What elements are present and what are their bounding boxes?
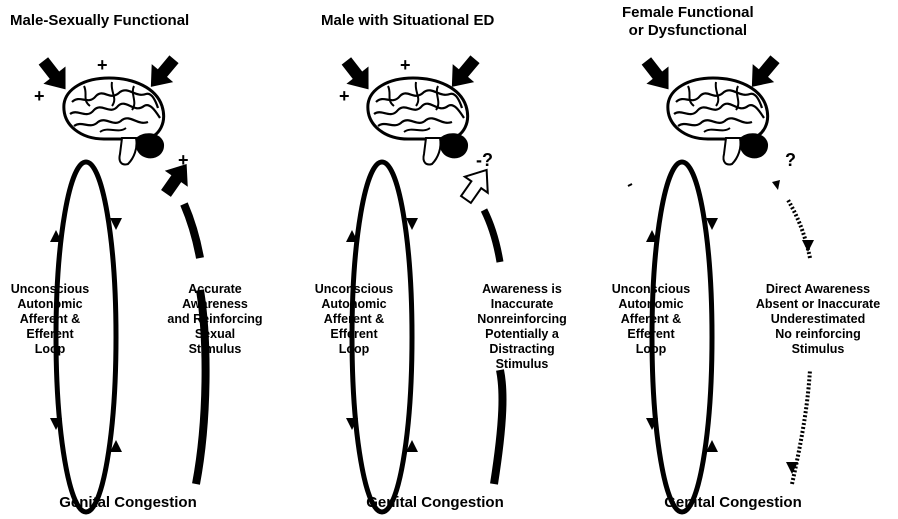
panel-male-situational-ed: Male with Situational ED + + -? Unconsci… [299,0,598,519]
genital-congestion-label: Genital Congestion [335,494,535,511]
awareness-label: Awareness is Inaccurate Nonreinforcing P… [462,282,582,372]
panel-title: Male-Sexually Functional [10,12,189,30]
panel-male-functional: Male-Sexually Functional + + + Unconscio… [0,0,299,519]
plus-sign: + [34,86,45,107]
awareness-marker: + [178,150,189,171]
awareness-label: Accurate Awareness and Reinforcing Sexua… [150,282,280,357]
loop-label: Unconscious Autonomic Afferent & Efferen… [0,282,100,357]
loop-label: Unconscious Autonomic Afferent & Efferen… [601,282,701,357]
plus-sign: + [97,55,108,76]
awareness-marker: ? [785,150,796,171]
plus-sign: + [400,55,411,76]
panel-title: Male with Situational ED [321,12,494,30]
loop-label: Unconscious Autonomic Afferent & Efferen… [304,282,404,357]
panel-title: Female Functional or Dysfunctional [622,4,754,40]
panel-female: Female Functional or Dysfunctional ? Unc… [599,0,898,519]
awareness-label: Direct Awareness Absent or Inaccurate Un… [747,282,889,357]
genital-congestion-label: Genital Congestion [28,494,228,511]
genital-congestion-label: Genital Congestion [633,494,833,511]
plus-sign: + [339,86,350,107]
awareness-marker: -? [476,150,493,171]
